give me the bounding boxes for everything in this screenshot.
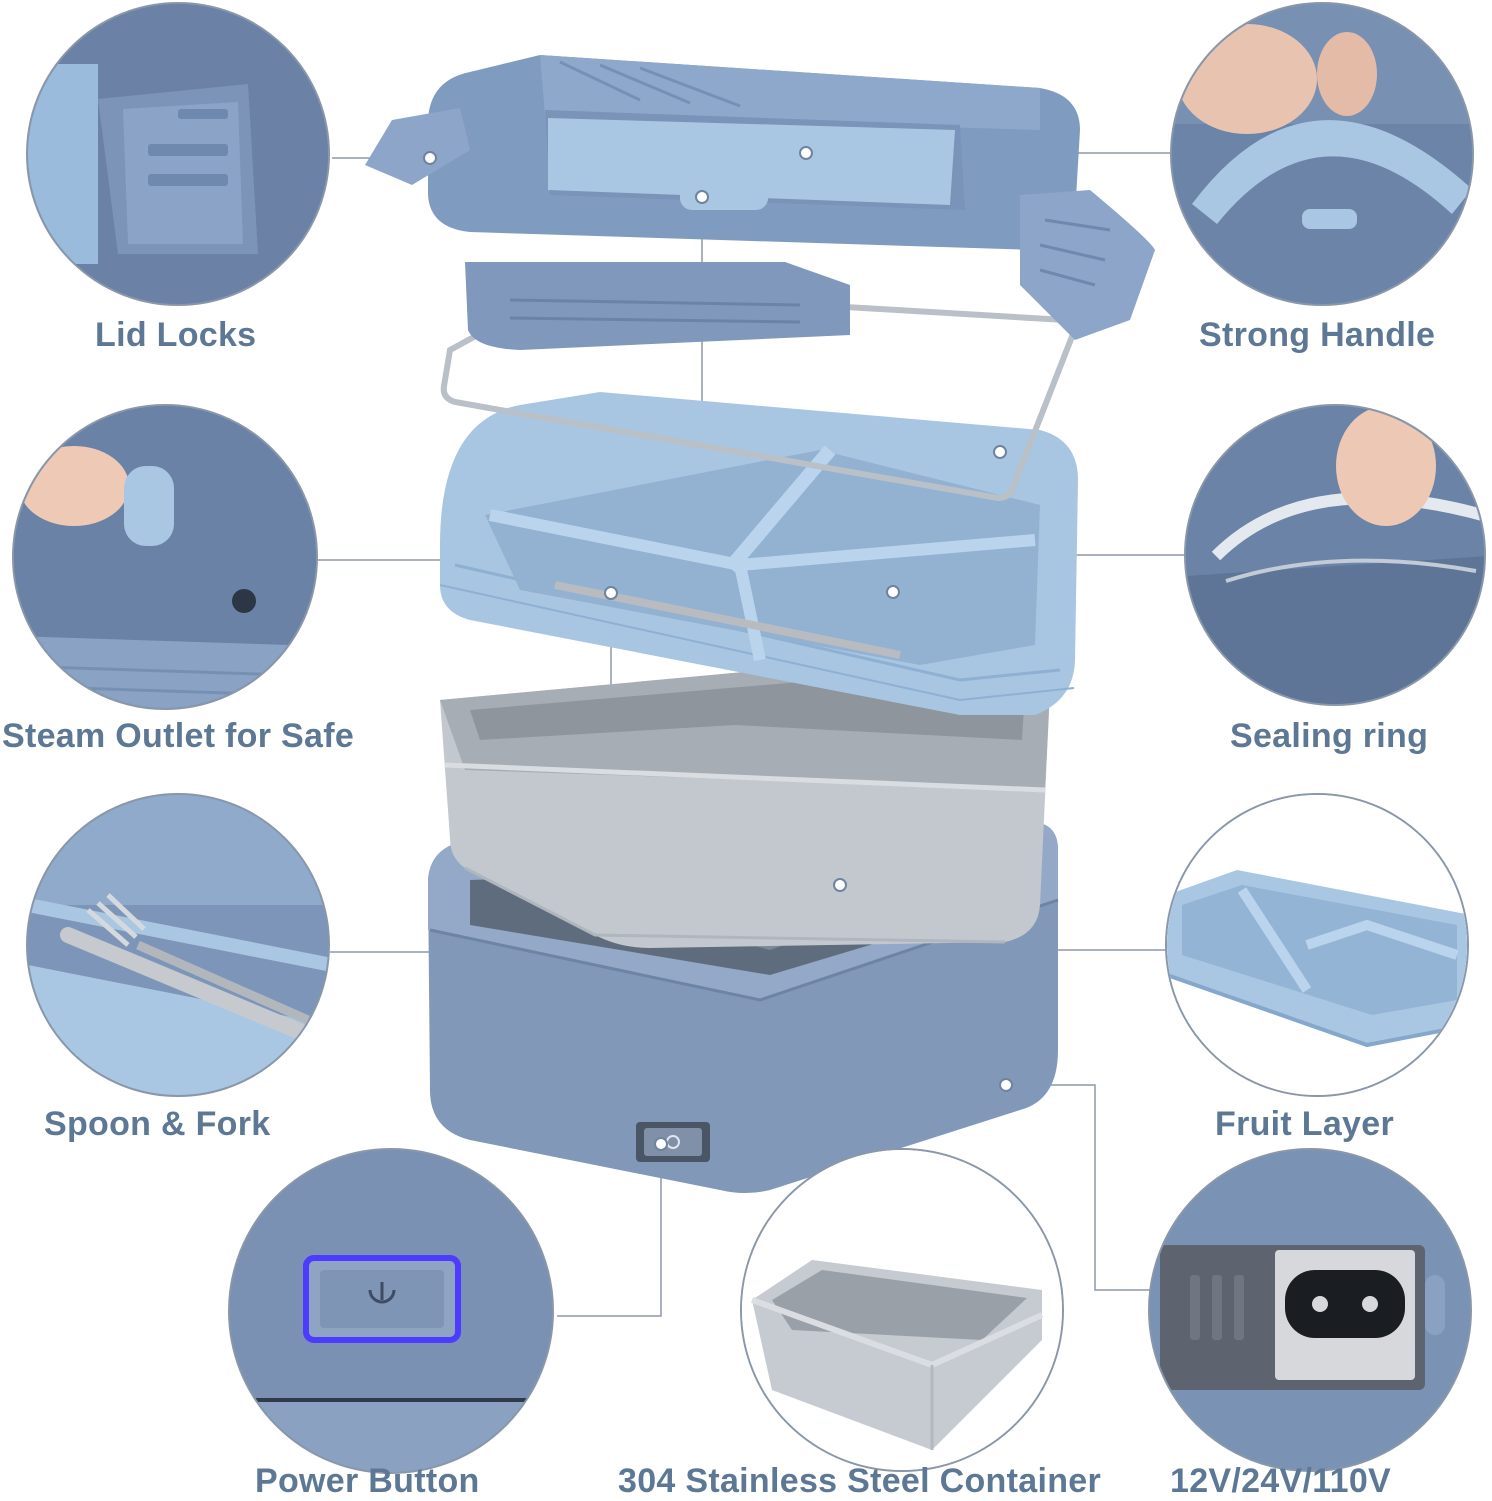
label-power-button: Power Button xyxy=(255,1462,480,1500)
connector-power-button xyxy=(557,1144,662,1317)
power-icon xyxy=(368,1282,396,1304)
steam-outlet-circle xyxy=(12,404,318,710)
power-button-closeup xyxy=(230,1150,552,1472)
steel-container xyxy=(440,648,1050,948)
spoon xyxy=(60,927,316,1043)
fruit-tray xyxy=(439,392,1078,715)
voltage-circle xyxy=(1148,1148,1472,1472)
steam-outlet-closeup xyxy=(14,406,316,708)
power-button-circle xyxy=(228,1148,554,1474)
lid xyxy=(365,55,1155,350)
finger xyxy=(1336,406,1436,526)
right-clip xyxy=(1020,190,1155,340)
ac-socket-icon xyxy=(1285,1270,1405,1338)
steel-container-closeup xyxy=(742,1150,1062,1470)
fork xyxy=(136,940,310,1025)
handle-strap xyxy=(1192,120,1472,224)
sealing-ring-circle xyxy=(1184,404,1486,706)
left-clip xyxy=(365,108,470,185)
hand-left xyxy=(1177,24,1317,134)
label-stainless-container: 304 Stainless Steel Container xyxy=(618,1462,1102,1500)
fruit-layer-circle xyxy=(1165,793,1469,1097)
label-spoon-fork: Spoon & Fork xyxy=(44,1105,271,1143)
stored-fork xyxy=(554,581,901,659)
strong-handle-circle xyxy=(1170,2,1474,306)
finger xyxy=(19,446,129,526)
label-lid-locks: Lid Locks xyxy=(95,316,257,354)
sealing-ring-closeup xyxy=(1186,406,1484,704)
vent-hole xyxy=(232,589,256,613)
lid-lock-closeup xyxy=(28,4,328,304)
steam-outlet-plug xyxy=(680,182,768,210)
stainless-container-circle xyxy=(740,1148,1064,1472)
hand-right xyxy=(1317,32,1377,116)
label-sealing-ring: Sealing ring xyxy=(1230,717,1429,755)
outlet-plug xyxy=(124,466,174,546)
handle-closeup xyxy=(1172,4,1472,304)
cutlery-closeup xyxy=(28,795,328,1095)
lid-locks-circle xyxy=(26,2,330,306)
power-socket-closeup xyxy=(1150,1150,1470,1470)
spoon-fork-circle xyxy=(26,793,330,1097)
lid-handle-strip xyxy=(548,118,955,205)
label-fruit-layer: Fruit Layer xyxy=(1215,1105,1395,1143)
fruit-tray-closeup xyxy=(1167,795,1467,1095)
label-voltage: 12V/24V/110V xyxy=(1170,1462,1392,1500)
label-steam-outlet: Steam Outlet for Safe xyxy=(2,717,355,755)
label-strong-handle: Strong Handle xyxy=(1199,316,1436,354)
silicone-ring xyxy=(1211,492,1484,561)
